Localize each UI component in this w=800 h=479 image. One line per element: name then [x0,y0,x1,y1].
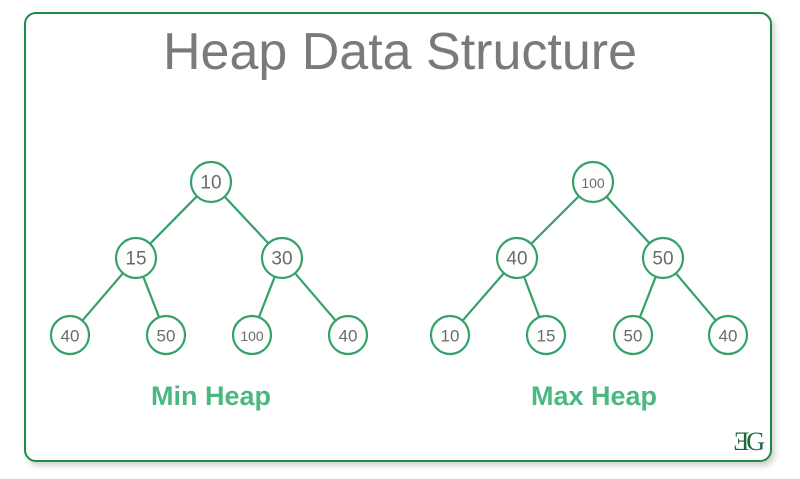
tree-node[interactable]: 40 [495,236,539,280]
tree-node[interactable]: 15 [525,314,567,356]
tree-node[interactable]: 50 [612,314,654,356]
min-heap-caption: Min Heap [150,381,271,411]
tree-edge [523,276,541,318]
tree-node[interactable]: 40 [49,314,91,356]
tree-node-circle [525,314,567,356]
tree-node-value: 100 [240,328,264,344]
tree-node[interactable]: 10 [429,314,471,356]
tree-node-value: 40 [61,327,80,346]
tree-node-value: 30 [271,249,292,270]
tree-edge [224,196,269,244]
tree-edge [258,276,276,318]
tree-node[interactable]: 50 [145,314,187,356]
tree-edge [462,272,505,322]
tree-node-circle [231,314,273,356]
tree-edge [675,272,717,321]
tree-node-value: 100 [581,175,605,191]
geeksforgeeks-logo-icon: ƎG [733,427,765,456]
tree-node-value: 40 [339,327,358,346]
tree-node[interactable]: 10 [189,160,233,204]
tree-edge [81,272,124,321]
max-heap-tree: 100 40 50 10 15 50 40 [429,160,749,356]
tree-node-circle [495,236,539,280]
tree-edge [530,195,580,245]
tree-edge [149,195,198,245]
tree-node-value: 50 [624,327,643,346]
tree-node-circle [145,314,187,356]
tree-node-value: 40 [506,249,527,270]
tree-node-value: 50 [652,249,673,270]
tree-node[interactable]: 100 [571,160,615,204]
tree-node-value: 10 [441,327,460,346]
tree-node-value: 40 [719,327,738,346]
tree-node-circle [49,314,91,356]
tree-node[interactable]: 30 [260,236,304,280]
tree-node[interactable]: 50 [641,236,685,280]
tree-edge [639,276,657,318]
tree-edge [606,196,650,244]
tree-node[interactable]: 40 [707,314,749,356]
tree-node[interactable]: 40 [327,314,369,356]
tree-node-value: 15 [125,249,146,270]
max-heap-caption: Max Heap [530,381,658,411]
tree-edge [294,272,337,321]
tree-node-circle [707,314,749,356]
tree-node-value: 15 [537,327,556,346]
tree-edge [142,276,160,318]
tree-node-circle [327,314,369,356]
page-title: Heap Data Structure [162,23,638,81]
tree-node-circle [429,314,471,356]
tree-node[interactable]: 15 [114,236,158,280]
tree-node-circle [571,160,615,204]
tree-node[interactable]: 100 [231,314,273,356]
tree-node-circle [641,236,685,280]
min-heap-tree: 10 15 30 40 50 100 40 [49,160,369,356]
tree-node-value: 50 [157,327,176,346]
tree-node-circle [114,236,158,280]
tree-node-value: 10 [200,173,221,194]
tree-node-circle [189,160,233,204]
tree-node-circle [260,236,304,280]
outer-border-frame [24,12,772,462]
tree-node-circle [612,314,654,356]
